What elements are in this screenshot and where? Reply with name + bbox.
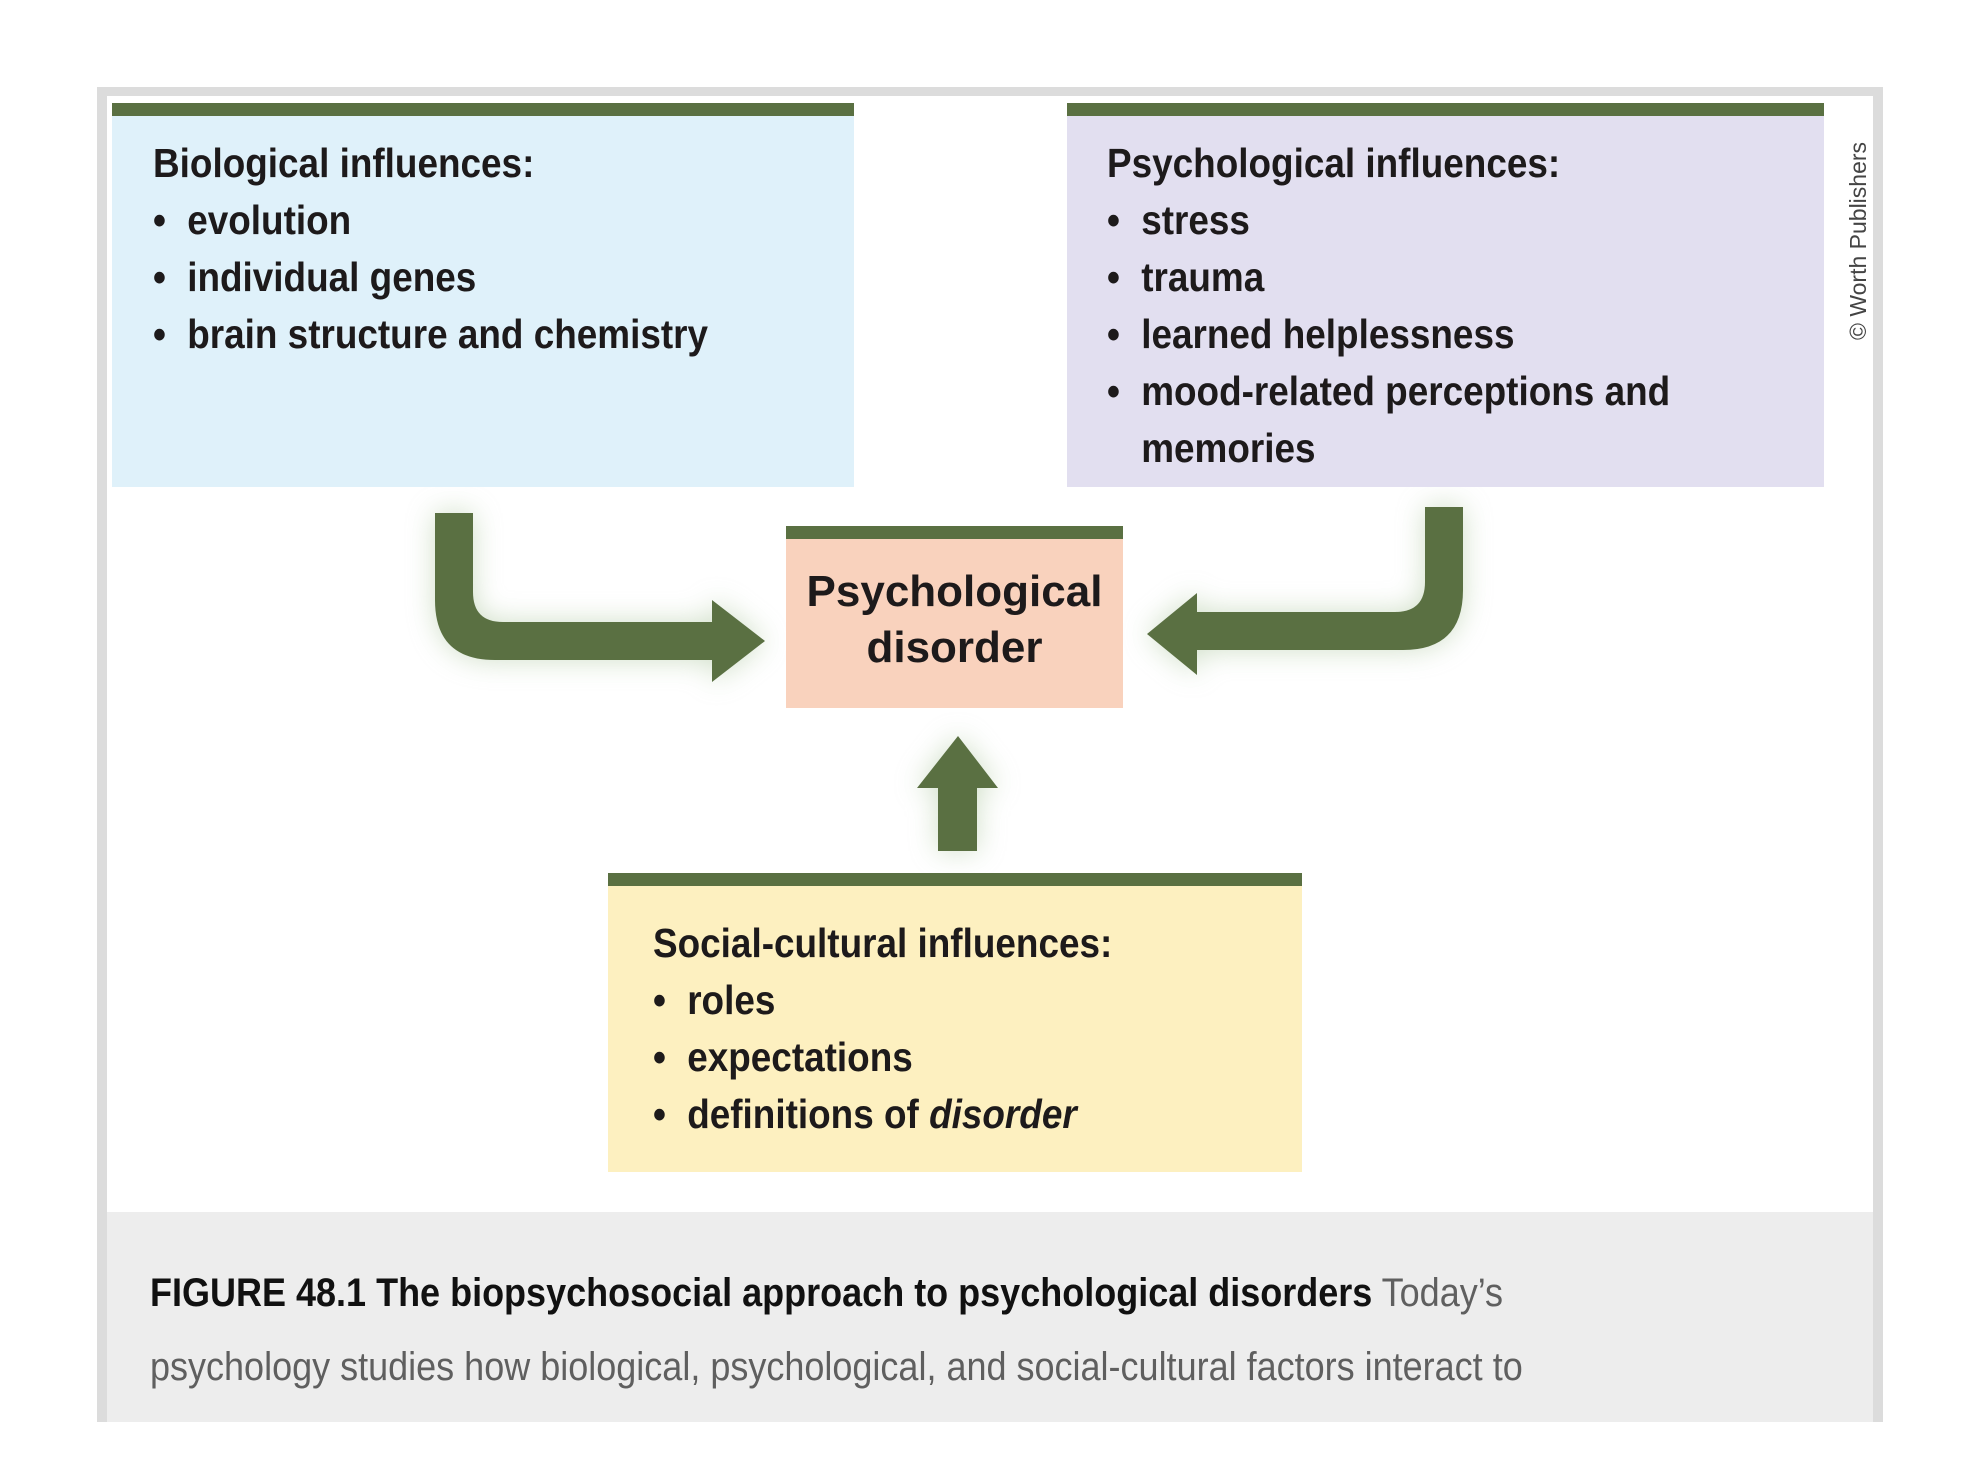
list-item-text: trauma — [1141, 254, 1265, 300]
list-item-text: individual genes — [187, 254, 477, 300]
list-item: • evolution — [153, 192, 708, 249]
center-line-1: Psychological — [806, 567, 1103, 616]
social-cultural-influences-text: Social-cultural influences: • roles • expe… — [653, 915, 1112, 1143]
bullet-icon: • — [1107, 254, 1120, 300]
list-item: • individual genes — [153, 249, 708, 306]
list-item: • expectations — [653, 1029, 1112, 1086]
list-item-text: stress — [1141, 197, 1250, 243]
psychological-influences-box: Psychological influences: • stress • traum… — [1067, 103, 1824, 487]
caption-label: FIGURE 48.1 The biopsychosocial approach… — [150, 1271, 1373, 1315]
list-item-text: evolution — [187, 197, 352, 243]
bullet-icon: • — [1107, 368, 1120, 414]
bullet-icon: • — [653, 1034, 666, 1080]
list-item-text: roles — [687, 977, 776, 1023]
bullet-icon: • — [1107, 311, 1120, 357]
list-item: • roles — [653, 972, 1112, 1029]
bullet-icon: • — [153, 197, 166, 243]
list-item: • learned helplessness — [1107, 306, 1771, 363]
figure-caption: FIGURE 48.1 The biopsychosocial approach… — [150, 1256, 1860, 1404]
social-cultural-title: Social-cultural influences: — [653, 920, 1113, 966]
biological-title: Biological influences: — [153, 140, 535, 186]
bullet-icon: • — [653, 977, 666, 1023]
psychological-disorder-label: Psychological disorder — [786, 564, 1123, 676]
list-item-text: learned helplessness — [1141, 311, 1515, 357]
list-item: • definitions of disorder — [653, 1086, 1112, 1143]
list-item-text: definitions of — [687, 1091, 930, 1137]
list-item: • stress — [1107, 192, 1771, 249]
psychological-title: Psychological influences: — [1107, 140, 1561, 186]
list-item-emphasis: disorder — [929, 1091, 1077, 1137]
caption-text-line-1: Today’s — [1372, 1271, 1504, 1315]
list-item-text: brain structure and chemistry — [187, 311, 709, 357]
list-item-text: mood-related perceptions and memories — [1141, 368, 1671, 471]
list-item: • mood-related perceptions and memories — [1107, 363, 1771, 477]
bullet-icon: • — [1107, 197, 1120, 243]
caption-area — [107, 1212, 1873, 1422]
list-item: • trauma — [1107, 249, 1771, 306]
box-header-bar — [1067, 103, 1824, 116]
bullet-icon: • — [653, 1091, 666, 1137]
bullet-icon: • — [153, 311, 166, 357]
social-cultural-influences-box: Social-cultural influences: • roles • expe… — [608, 873, 1302, 1172]
psychological-disorder-box: Psychological disorder — [786, 526, 1123, 708]
box-header-bar — [608, 873, 1302, 886]
biological-influences-text: Biological influences: • evolution • indiv… — [153, 135, 708, 363]
list-item: • brain structure and chemistry — [153, 306, 708, 363]
psychological-influences-text: Psychological influences: • stress • traum… — [1107, 135, 1771, 477]
bullet-icon: • — [153, 254, 166, 300]
box-header-bar — [112, 103, 854, 116]
center-line-2: disorder — [866, 623, 1043, 672]
box-header-bar — [786, 526, 1123, 539]
copyright-notice: © Worth Publishers — [1845, 141, 1871, 340]
biological-influences-box: Biological influences: • evolution • indiv… — [112, 103, 854, 487]
list-item-text: expectations — [687, 1034, 913, 1080]
caption-text-line-2: psychology studies how biological, psych… — [150, 1345, 1523, 1389]
